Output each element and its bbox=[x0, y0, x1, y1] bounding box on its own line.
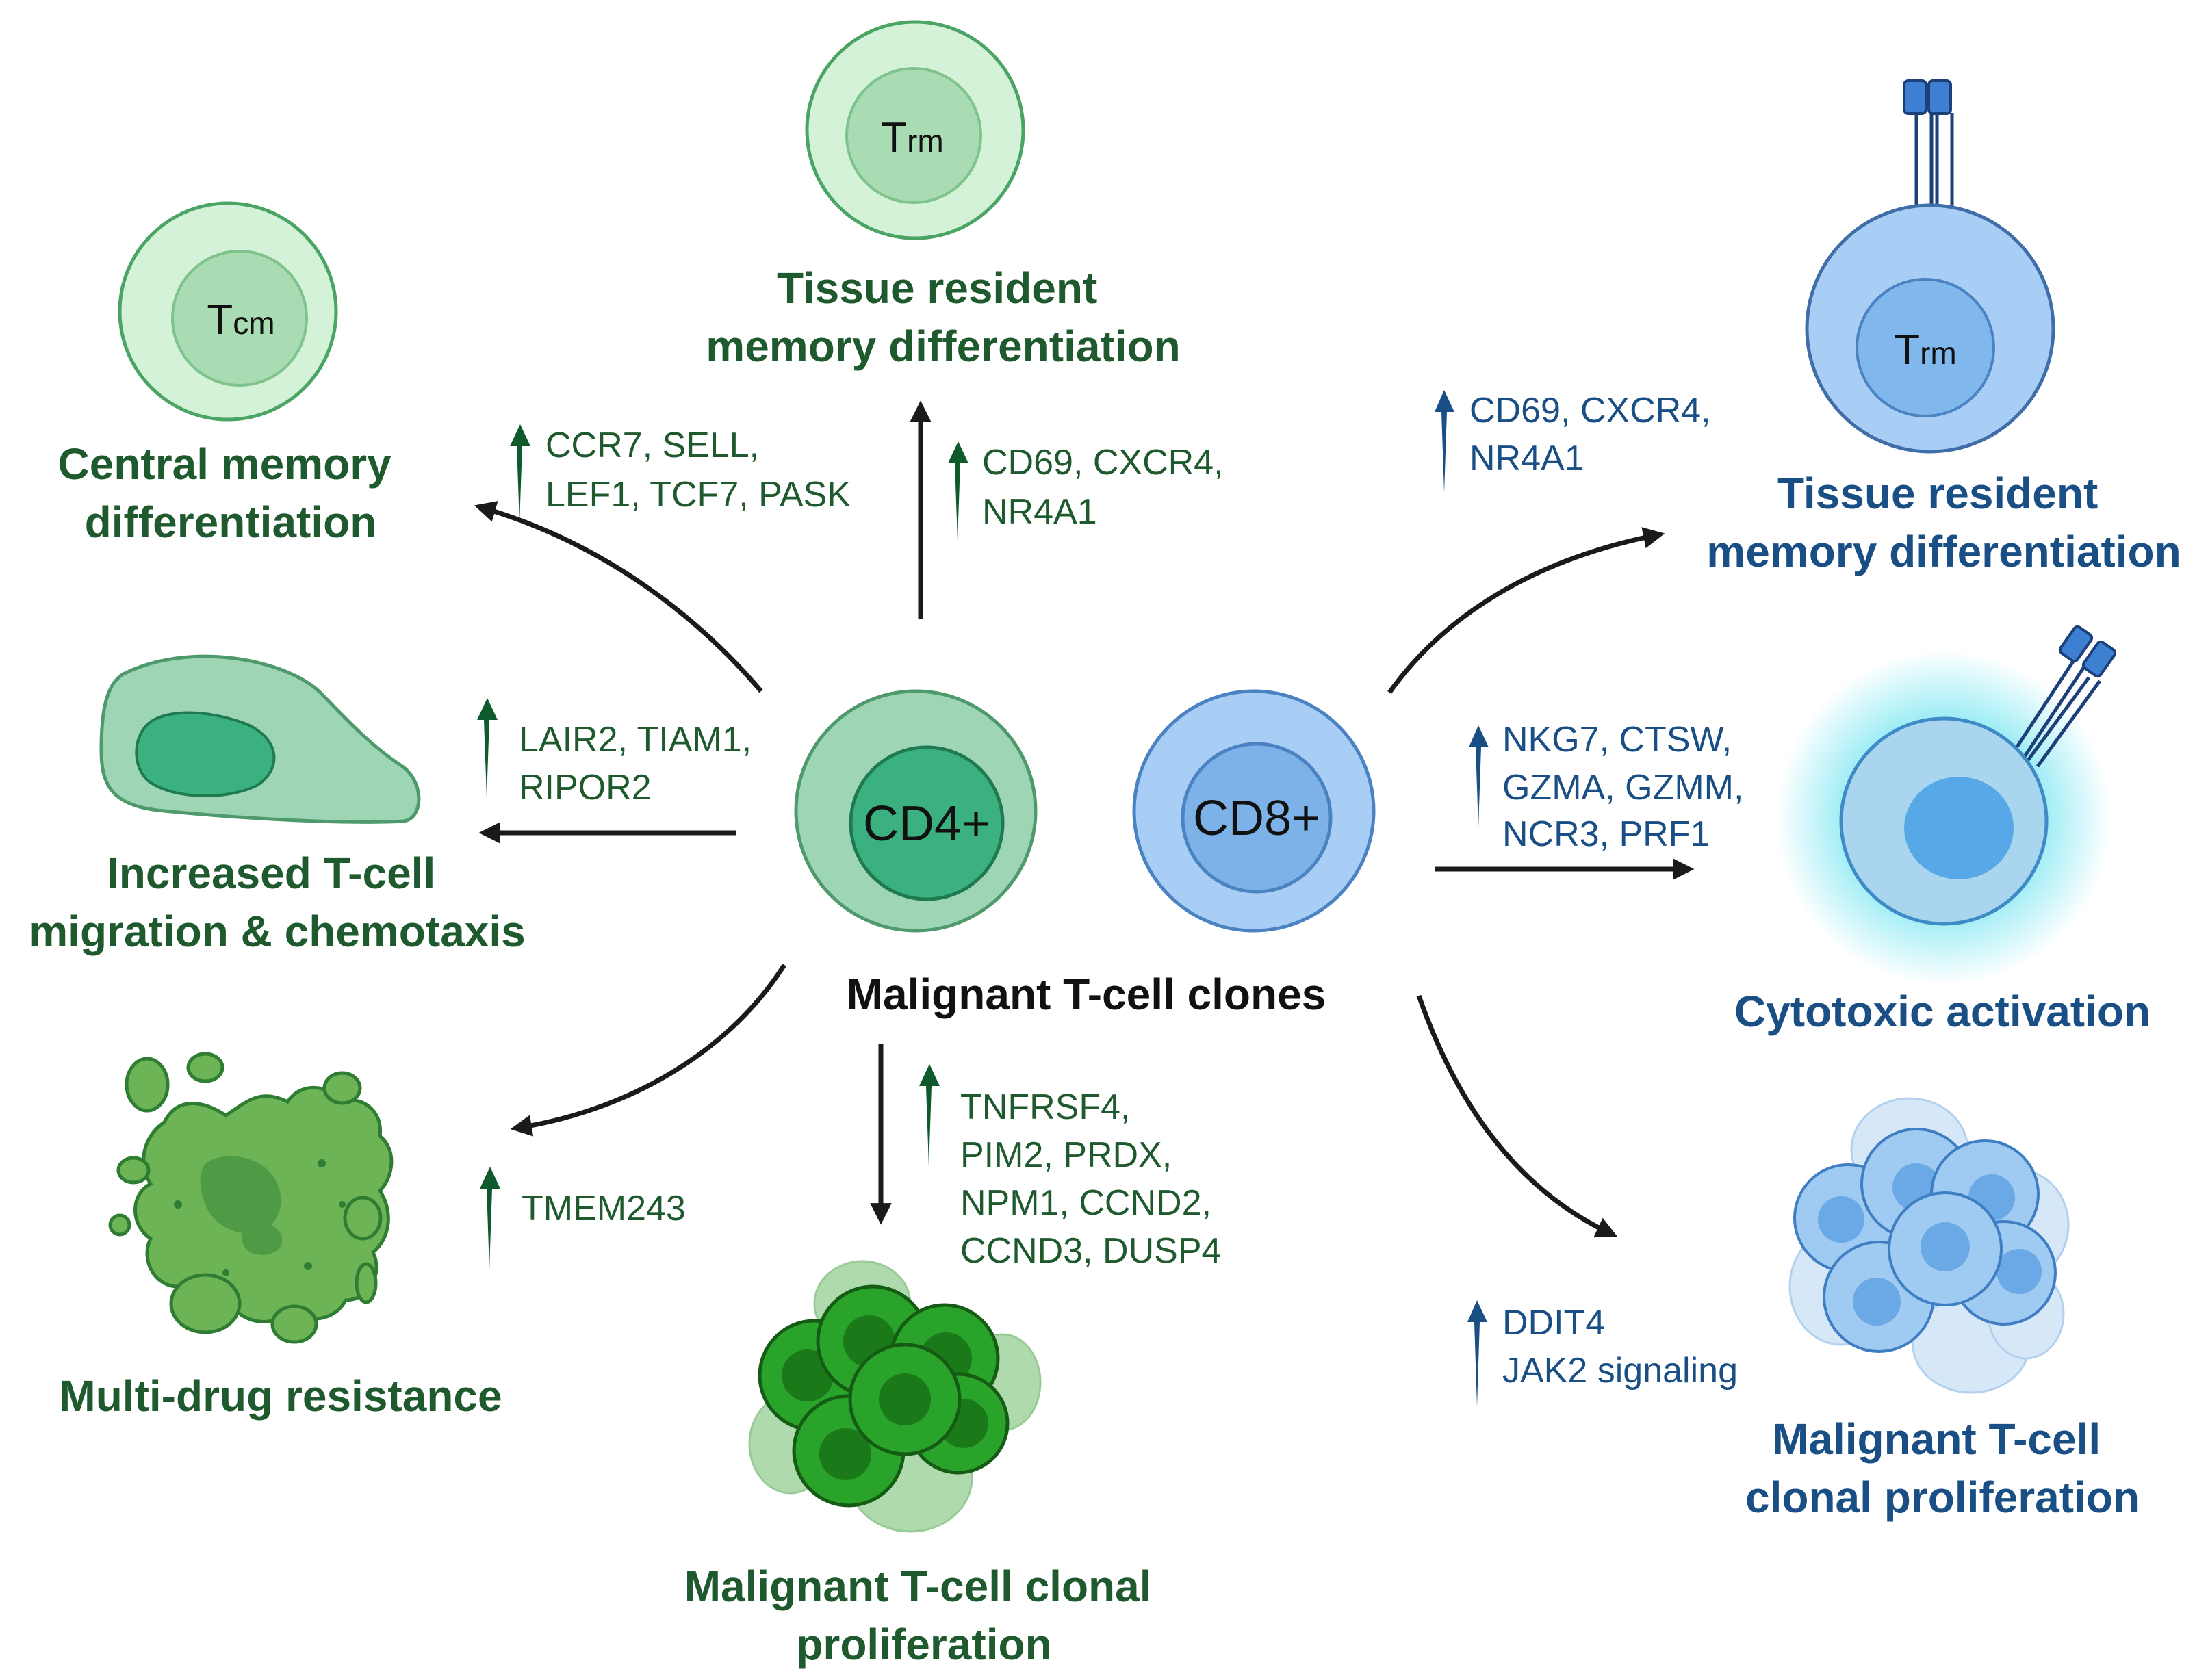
central-memory-title: Central memory differentiation bbox=[57, 439, 403, 547]
cd8-proliferating-cells bbox=[1788, 1097, 2070, 1394]
cytotoxic-up-arrow bbox=[1469, 725, 1489, 828]
cd8-trm-cell: Trm bbox=[1805, 79, 2055, 454]
cytotoxic-genes: NKG7, CTSW, GZMA, GZMM, NCR3, PRF1 bbox=[1502, 720, 1754, 854]
cd8-proliferation-up-arrow bbox=[1467, 1300, 1487, 1406]
cd8-label: CD8+ bbox=[1193, 791, 1320, 846]
arrow-to-multidrug bbox=[510, 964, 786, 1137]
multidrug-title: Multi-drug resistance bbox=[59, 1371, 502, 1421]
migration-up-arrow bbox=[477, 698, 498, 797]
arrow-to-cd8-tissue-resident bbox=[1387, 527, 1665, 695]
central-memory-cell-label: Tcm bbox=[207, 296, 274, 344]
cd8-trm-title: Tissue resident memory differentiation bbox=[1706, 469, 2181, 576]
cd8-trm-up-arrow bbox=[1435, 390, 1454, 493]
cd4-trm-genes: CD69, CXCR4, NR4A1 bbox=[982, 443, 1233, 532]
migration-title: Increased T-cell migration & chemotaxis bbox=[29, 849, 526, 956]
multidrug-genes: TMEM243 bbox=[522, 1189, 686, 1228]
cd4-proliferation-title: Malignant T-cell clonal proliferation bbox=[684, 1562, 1164, 1669]
cd4-trm-title: Tissue resident memory differentiation bbox=[706, 263, 1180, 371]
cd4-trm-cell-label: Trm bbox=[881, 114, 944, 161]
cd8-trm-cell-label: Trm bbox=[1894, 326, 1957, 374]
cd8-proliferation-title: Malignant T-cell clonal proliferation bbox=[1745, 1414, 2140, 1522]
arrows bbox=[474, 400, 1695, 1238]
cd4-proliferation-up-arrow bbox=[919, 1064, 940, 1167]
cd4-cell: CD4+ bbox=[794, 689, 1038, 933]
migrating-cell bbox=[99, 654, 421, 824]
center-title: Malignant T-cell clones bbox=[847, 970, 1326, 1019]
cd8-trm-genes: CD69, CXCR4, NR4A1 bbox=[1469, 391, 1721, 478]
central-memory-cell: Tcm bbox=[118, 201, 338, 422]
cd4-trm-cell: Trm bbox=[805, 20, 1025, 240]
cd4-trm-up-arrow bbox=[948, 441, 968, 541]
cd4-label: CD4+ bbox=[863, 797, 990, 851]
cytotoxic-cell bbox=[1776, 625, 2117, 985]
multidrug-up-arrow bbox=[480, 1167, 500, 1269]
multidrug-resistant-cells bbox=[108, 1052, 394, 1344]
cd8-proliferation-genes: DDIT4 JAK2 signaling bbox=[1502, 1303, 1738, 1391]
central-memory-genes: CCR7, SELL, LEF1, TCF7, PASK bbox=[545, 426, 851, 515]
cd8-cell: CD8+ bbox=[1132, 689, 1376, 933]
arrow-to-cd8-proliferation bbox=[1416, 994, 1618, 1238]
central-memory-up-arrow bbox=[510, 424, 530, 524]
cytotoxic-title: Cytotoxic activation bbox=[1734, 987, 2151, 1036]
cd4-proliferation-genes: TNFRSF4, PIM2, PRDX, NPM1, CCND2, CCND3,… bbox=[960, 1087, 1221, 1271]
migration-genes: LAIR2, TIAM1, RIPOR2 bbox=[519, 720, 762, 807]
cd4-proliferating-cells bbox=[748, 1260, 1042, 1533]
arrow-to-central-memory bbox=[474, 501, 763, 693]
